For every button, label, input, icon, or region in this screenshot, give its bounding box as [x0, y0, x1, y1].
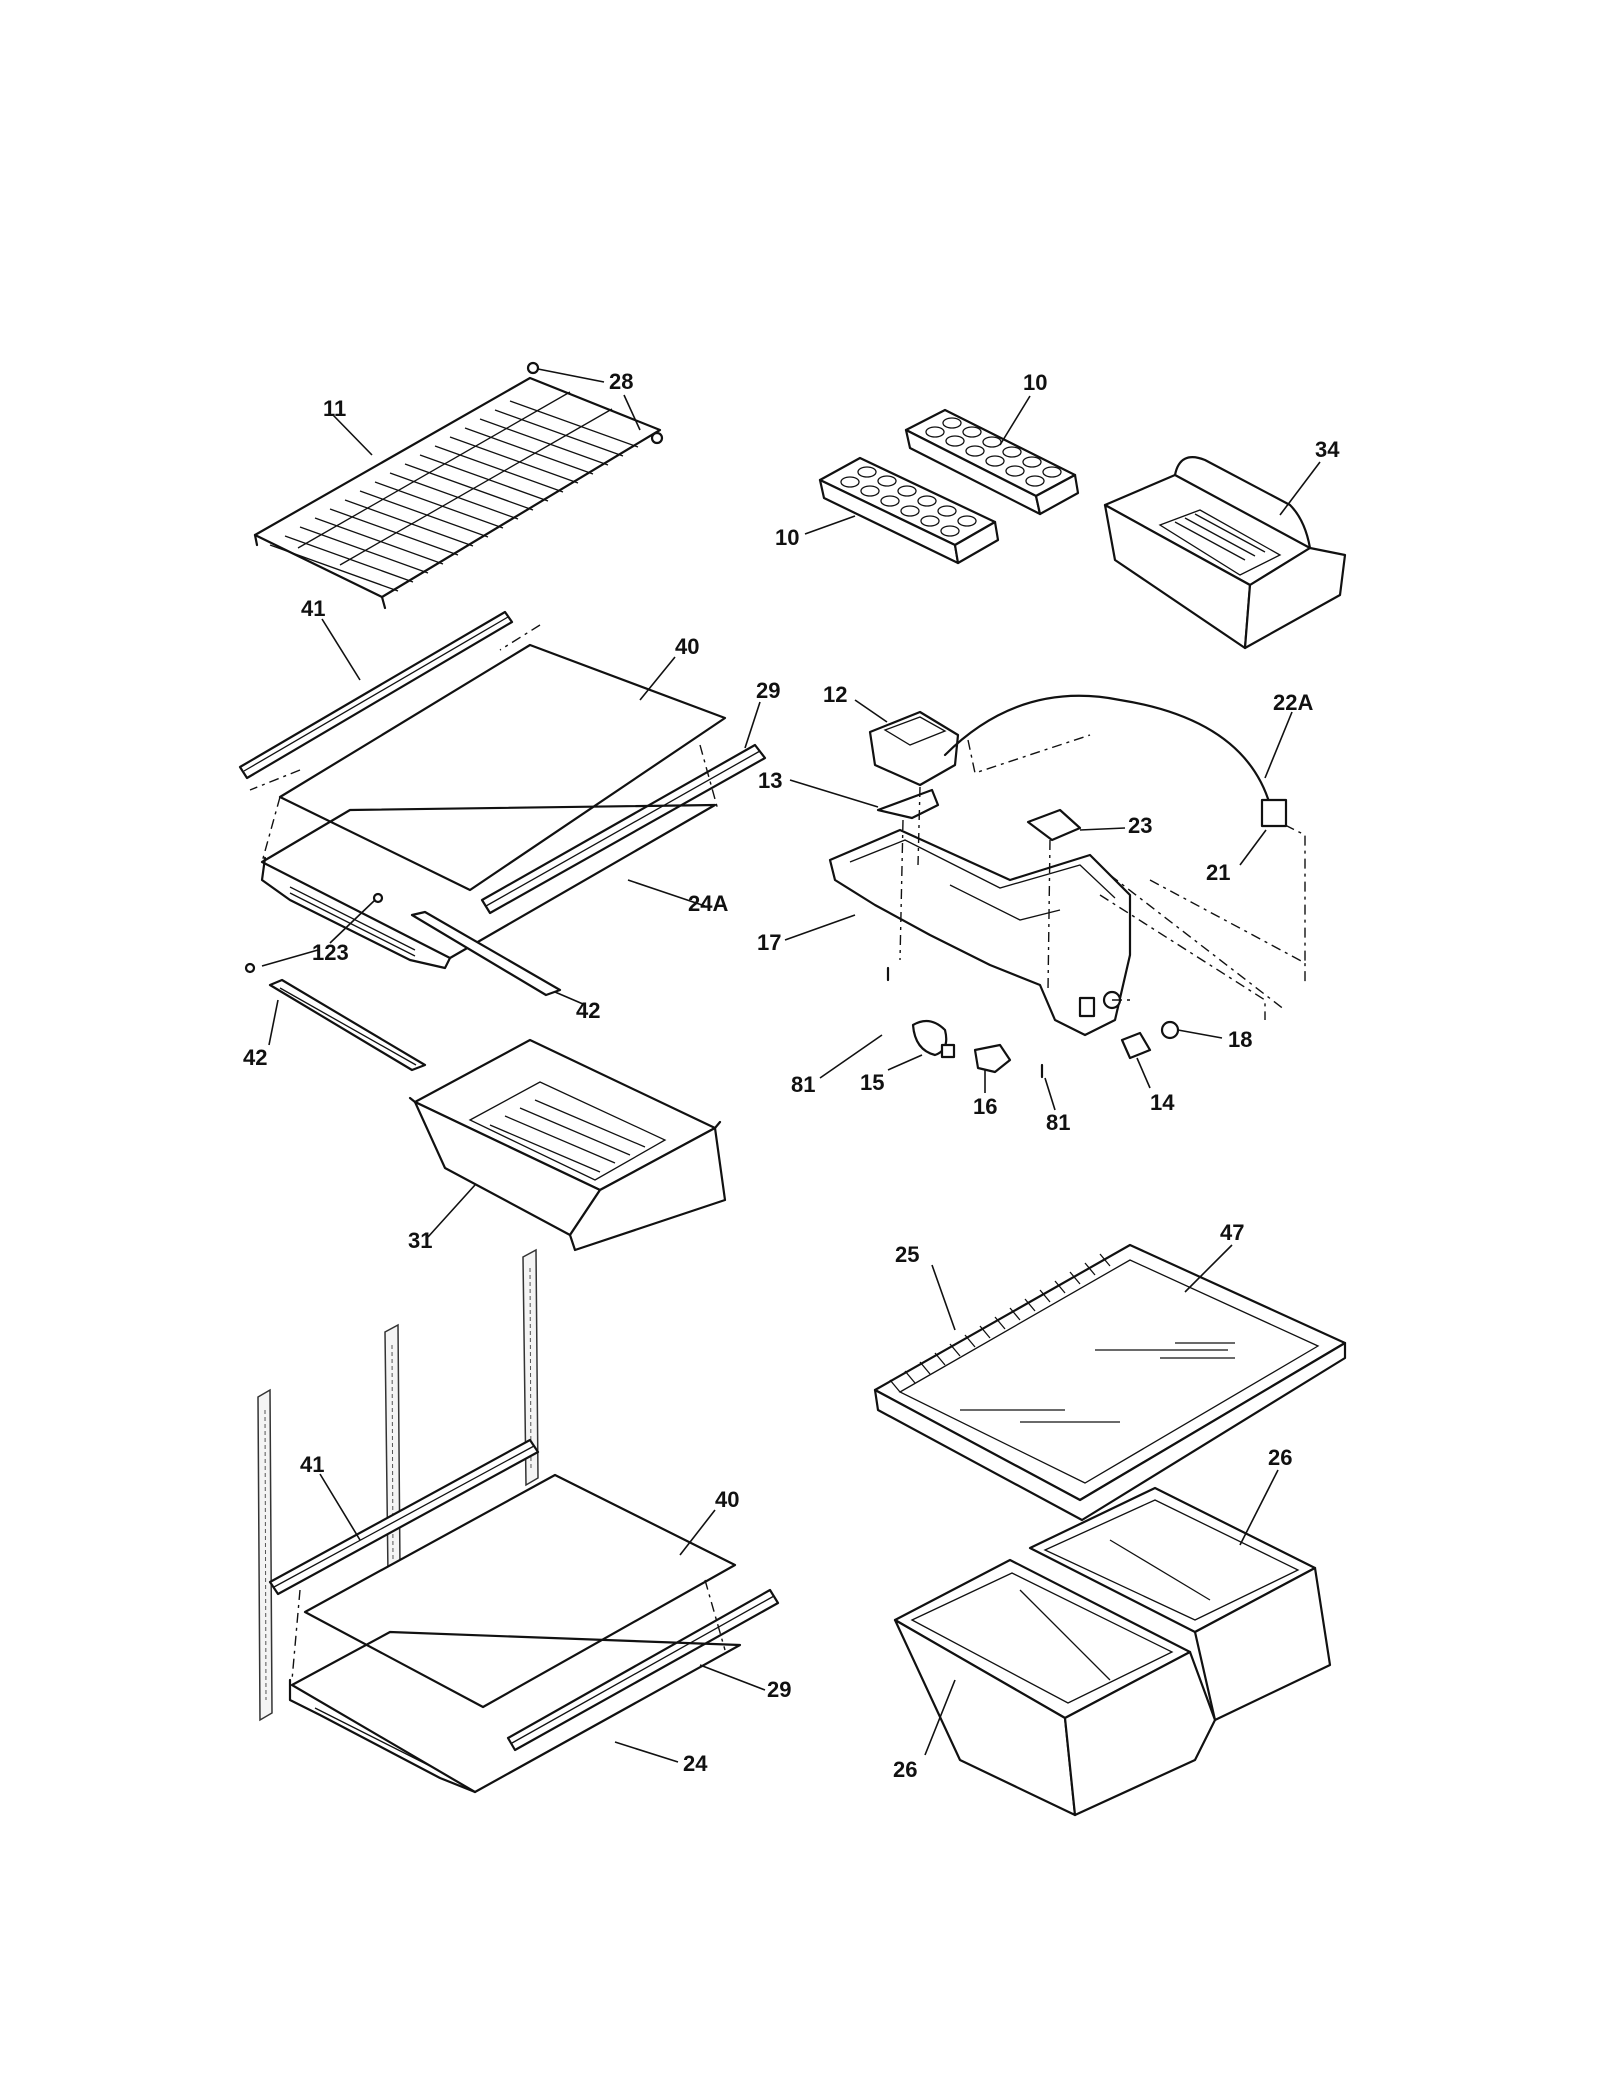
- callout-25: 25: [895, 1242, 919, 1267]
- callout-34: 34: [1315, 437, 1340, 462]
- callout-10: 10: [775, 525, 799, 550]
- wire-shelf: [253, 361, 664, 610]
- callout-81: 81: [1046, 1110, 1070, 1135]
- crisper-drawer: [1028, 1486, 1332, 1722]
- callout-12: 12: [823, 682, 847, 707]
- crisper-cover: [873, 1243, 1347, 1522]
- callout-24: 24: [683, 1751, 708, 1776]
- callout-22A: 22A: [1273, 690, 1313, 715]
- callout-21: 21: [1206, 860, 1230, 885]
- callout-40: 40: [715, 1487, 739, 1512]
- ice-maker-assembly: [828, 694, 1306, 1079]
- callout-81: 81: [791, 1072, 815, 1097]
- callout-29: 29: [767, 1677, 791, 1702]
- callout-13: 13: [758, 768, 782, 793]
- freezer-basket: [408, 1038, 727, 1252]
- lower-glass-shelf-assembly: [268, 1438, 780, 1794]
- crisper-drawer: [893, 1558, 1217, 1817]
- callout-14: 14: [1150, 1090, 1175, 1115]
- callout-40: 40: [675, 634, 699, 659]
- callout-41: 41: [301, 596, 325, 621]
- callout-41: 41: [300, 1452, 324, 1477]
- callout-42: 42: [576, 998, 600, 1023]
- callout-26: 26: [893, 1757, 917, 1782]
- upper-glass-shelf-assembly: [238, 610, 767, 1072]
- callout-42: 42: [243, 1045, 267, 1070]
- shelf-support-rails: [257, 1248, 539, 1722]
- callout-17: 17: [757, 930, 781, 955]
- callout-16: 16: [973, 1094, 997, 1119]
- callout-24A: 24A: [688, 891, 728, 916]
- ice-cube-tray: [818, 456, 1000, 565]
- callout-47: 47: [1220, 1220, 1244, 1245]
- ice-cube-tray: [904, 408, 1080, 516]
- callout-10: 10: [1023, 370, 1047, 395]
- callout-18: 18: [1228, 1027, 1252, 1052]
- callout-11: 11: [323, 396, 346, 421]
- callout-26: 26: [1268, 1445, 1292, 1470]
- ice-bucket: [1103, 456, 1347, 650]
- callout-31: 31: [408, 1228, 432, 1253]
- callout-15: 15: [860, 1070, 884, 1095]
- callout-28: 28: [609, 369, 633, 394]
- callout-23: 23: [1128, 813, 1152, 838]
- callout-29: 29: [756, 678, 780, 703]
- callout-123: 123: [312, 940, 349, 965]
